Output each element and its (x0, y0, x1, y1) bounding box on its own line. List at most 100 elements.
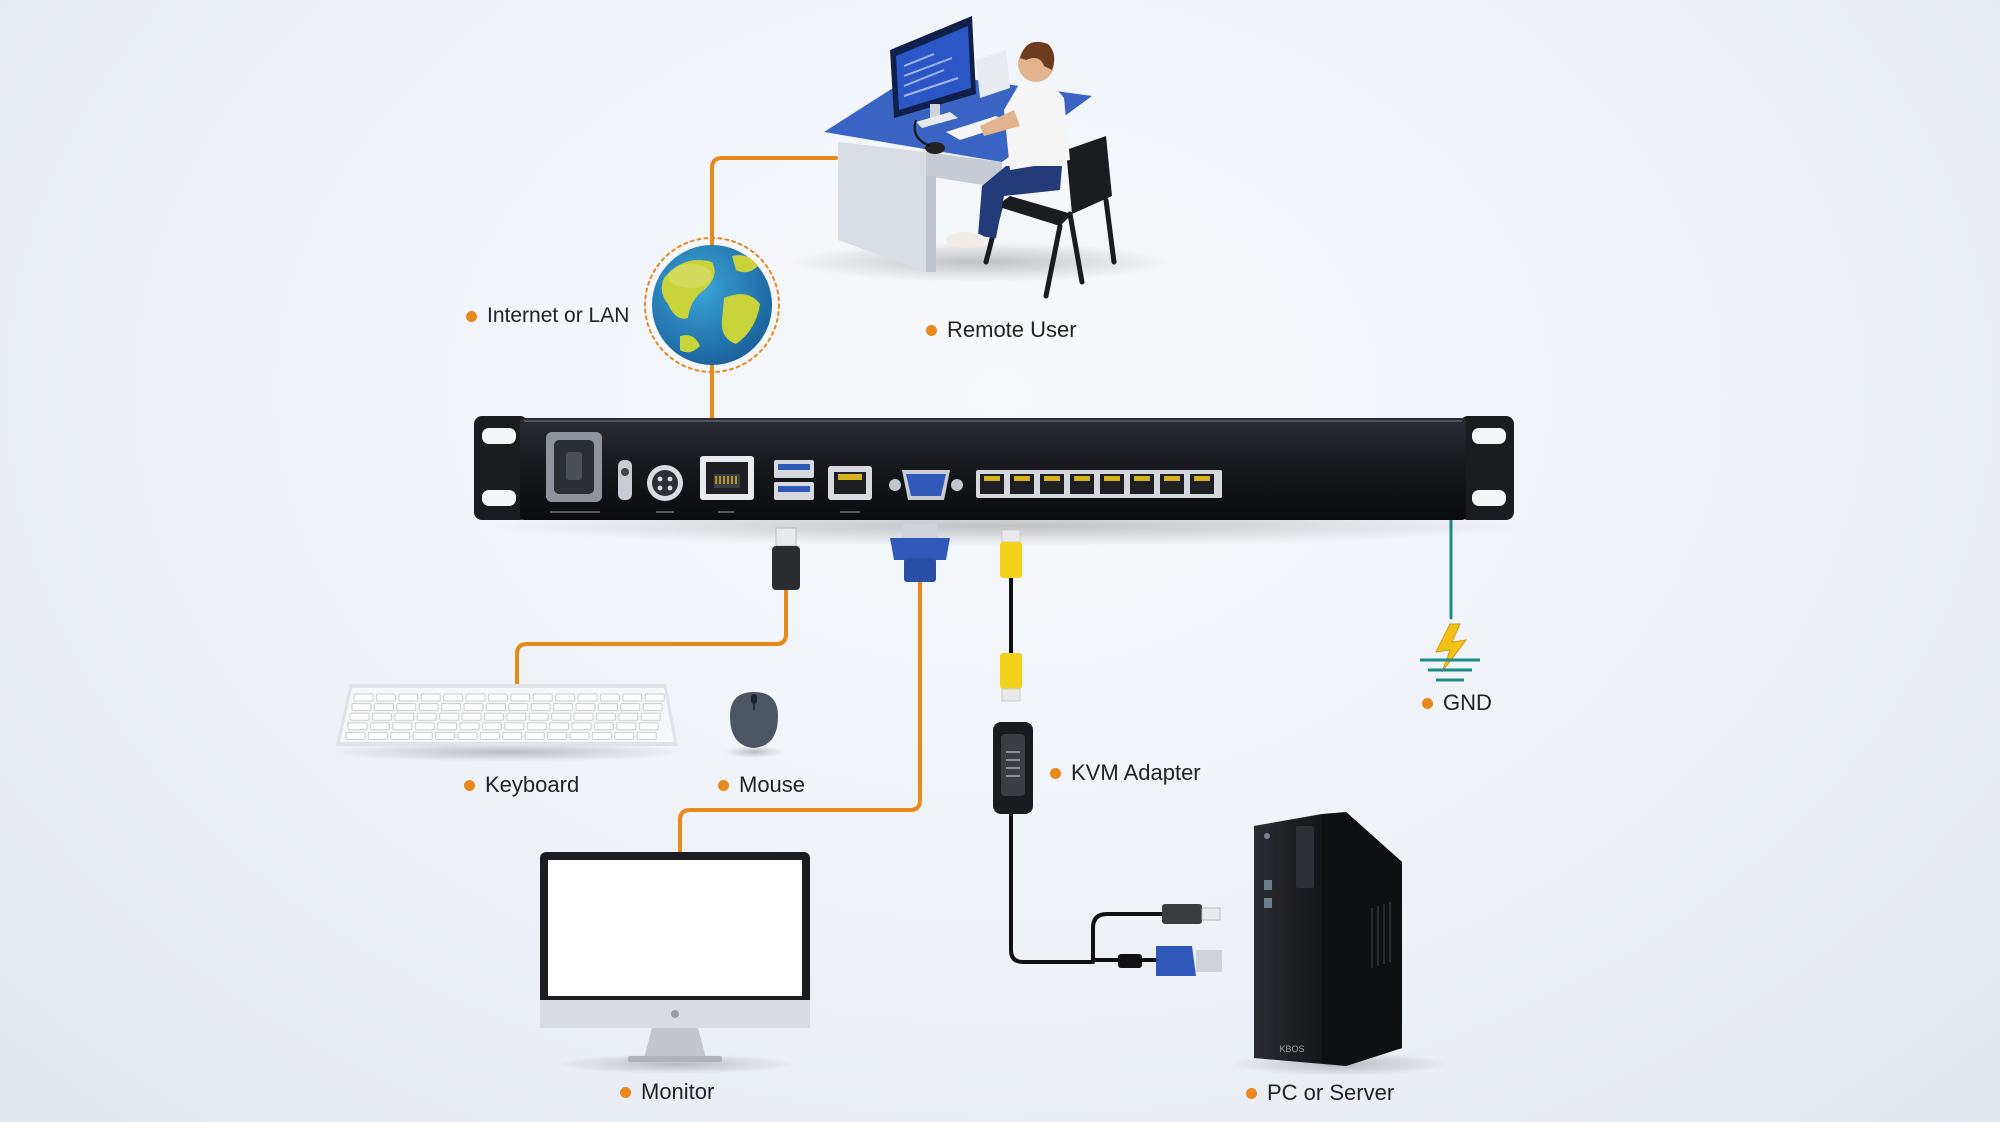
keyboard-key (465, 693, 486, 702)
mouse-device (724, 692, 784, 758)
keyboard-key (483, 712, 504, 721)
label-text: PC or Server (1267, 1080, 1395, 1105)
keyboard-key (441, 703, 462, 712)
serial-port (828, 466, 872, 500)
keyboard-key (569, 731, 590, 740)
keyboard-key (459, 722, 480, 731)
keyboard-key (622, 693, 643, 702)
keyboard-key (502, 731, 523, 740)
keyboard-key (345, 731, 366, 740)
label-gnd: GND (1422, 690, 1492, 716)
computer-port (980, 474, 1004, 494)
label-dot (926, 324, 937, 336)
keyboard-key (577, 693, 598, 702)
keyboard-device (328, 684, 688, 762)
chair (1066, 136, 1112, 214)
kvm-adapter (993, 722, 1033, 814)
keyboard-key (524, 731, 545, 740)
usb-plug (772, 527, 800, 590)
keyboard-key (398, 693, 419, 702)
desk-side (838, 142, 926, 272)
label-kvm-adapter: KVM Adapter (1050, 760, 1201, 786)
keyboard-key (549, 722, 570, 731)
keyboard-key (597, 703, 618, 712)
label-mouse: Mouse (718, 772, 805, 798)
kvm-switch-unit (474, 416, 1530, 546)
keyboard-key (461, 712, 482, 721)
keyboard-key (510, 693, 531, 702)
keyboard-key (418, 703, 439, 712)
label-dot (1246, 1087, 1257, 1099)
label-dot (464, 779, 475, 791)
keyboard-key (414, 722, 435, 731)
keyboard-key (504, 722, 525, 731)
rj45-plug-top (1000, 529, 1022, 578)
keyboard-key (575, 703, 596, 712)
keyboard-key (367, 731, 388, 740)
keyboard-key (463, 703, 484, 712)
keyboard-key (394, 712, 415, 721)
computer-port (1160, 474, 1184, 494)
monitor-device (540, 852, 810, 1074)
keyboard-key (506, 712, 527, 721)
computer-port (1100, 474, 1124, 494)
computer-ports (976, 470, 1222, 498)
keyboard-key (551, 712, 572, 721)
keyboard-key (508, 703, 529, 712)
keyboard-key (620, 703, 641, 712)
computer-port (1040, 474, 1064, 494)
keyboard-key (571, 722, 592, 731)
label-text: Remote User (947, 317, 1077, 342)
keyboard-key (481, 722, 502, 731)
adapter-usb-plug (1162, 904, 1221, 924)
power-inlet (546, 432, 602, 502)
keyboard-key (642, 703, 663, 712)
usb-ports (774, 460, 814, 500)
label-text: KVM Adapter (1071, 760, 1201, 785)
ground-icon (1420, 623, 1480, 682)
keyboard-key (416, 712, 437, 721)
keyboard-key (435, 731, 456, 740)
usb-cable-to-keyboard (515, 586, 788, 686)
adapter-vga-plug (1118, 946, 1222, 976)
keyboard-key (616, 722, 637, 731)
keyboard-key (595, 712, 616, 721)
label-dot (1422, 697, 1433, 709)
keyboard-key (526, 722, 547, 731)
computer-port (1010, 474, 1034, 494)
round-connector (647, 465, 683, 501)
keyboard-key (371, 712, 392, 721)
tower-badge: KBOS (1279, 1044, 1304, 1054)
keyboard-key (591, 731, 612, 740)
label-internet-or-lan: Internet or LAN (466, 304, 629, 328)
keyboard-key (396, 703, 417, 712)
person-legs (978, 166, 1062, 238)
keyboard-key (553, 703, 574, 712)
label-text: Mouse (739, 772, 806, 797)
remote-user-illustration (790, 16, 1170, 299)
label-text: Keyboard (485, 772, 580, 797)
computer-port (1190, 474, 1214, 494)
keyboard-key (479, 731, 500, 740)
lan-port (700, 456, 754, 500)
keyboard-key (644, 693, 665, 702)
keyboard-key (614, 731, 635, 740)
label-dot (466, 310, 477, 322)
keyboard-key (487, 693, 508, 702)
adapter-cable-to-pc (1009, 813, 1168, 964)
keyboard-key (593, 722, 614, 731)
keyboard-key (412, 731, 433, 740)
keyboard-key (347, 722, 368, 731)
keyboard-key (485, 703, 506, 712)
power-switch (618, 460, 632, 500)
rj45-plug-bottom (1000, 653, 1022, 702)
lan-cable (710, 156, 838, 420)
keyboard-key (618, 712, 639, 721)
keyboard-key (349, 712, 370, 721)
keyboard-key (390, 731, 411, 740)
keyboard-key (420, 693, 441, 702)
keyboard-key (392, 722, 413, 731)
label-remote-user: Remote User (926, 317, 1077, 343)
computer-port (1130, 474, 1154, 494)
keyboard-key (547, 731, 568, 740)
